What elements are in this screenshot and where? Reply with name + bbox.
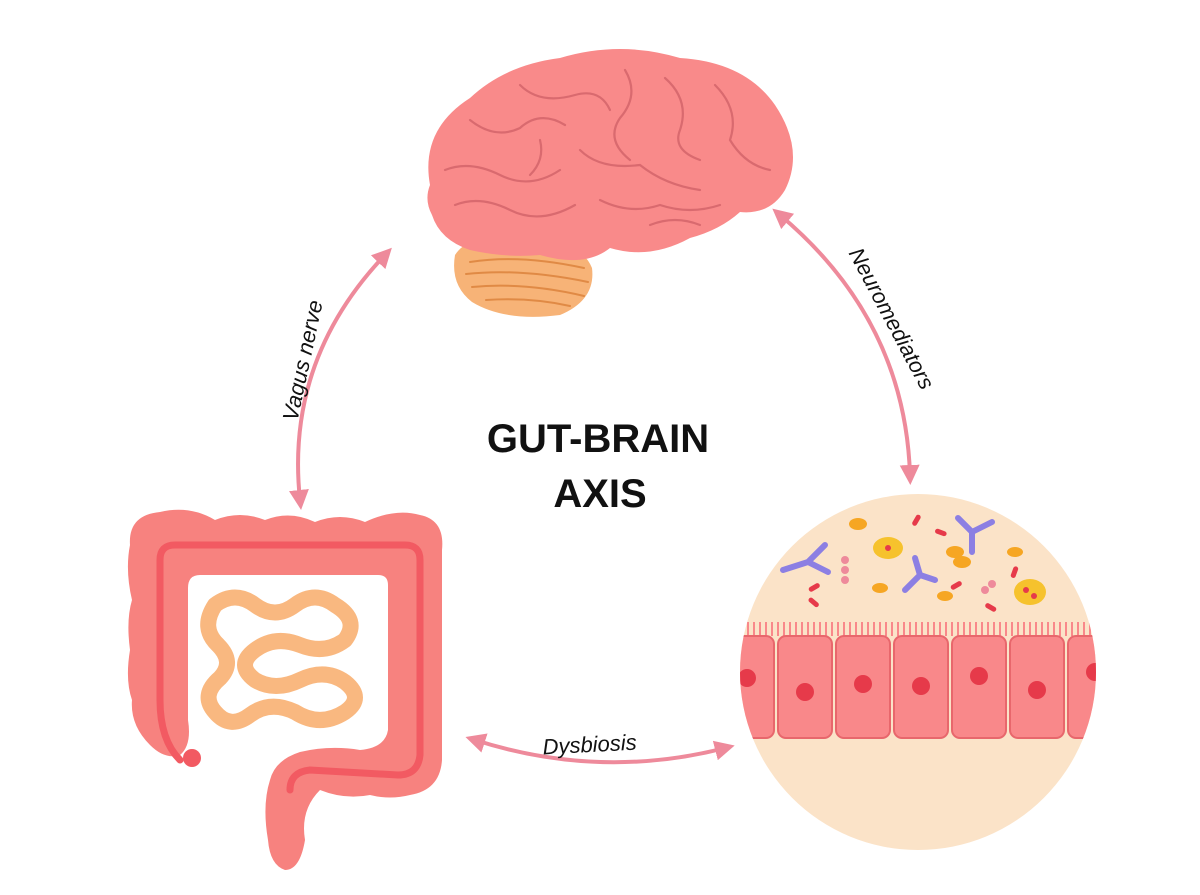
diagram-title-line2: AXIS xyxy=(553,472,646,516)
appendix xyxy=(183,749,201,767)
cell-nucleus xyxy=(854,675,872,693)
epithelial-cells xyxy=(720,636,1122,738)
cerebrum xyxy=(427,49,793,260)
cell-nucleus xyxy=(970,667,988,685)
small-intestine xyxy=(208,598,355,722)
cell-nucleus xyxy=(738,669,756,687)
dysbiosis-label: Dysbiosis xyxy=(542,730,637,760)
cell-nucleus xyxy=(1028,681,1046,699)
gut-microbiome-illustration xyxy=(720,494,1122,850)
diagram-title-line1: GUT-BRAIN xyxy=(487,417,709,461)
cell-nucleus xyxy=(912,677,930,695)
cell-nucleus xyxy=(1086,663,1104,681)
epithelial-cell xyxy=(1068,636,1122,738)
intestine-illustration xyxy=(128,510,442,870)
brain-illustration xyxy=(427,49,793,317)
vagus-nerve-label: Vagus nerve xyxy=(278,298,328,423)
epithelial-cell xyxy=(952,636,1006,738)
cell-nucleus xyxy=(796,683,814,701)
